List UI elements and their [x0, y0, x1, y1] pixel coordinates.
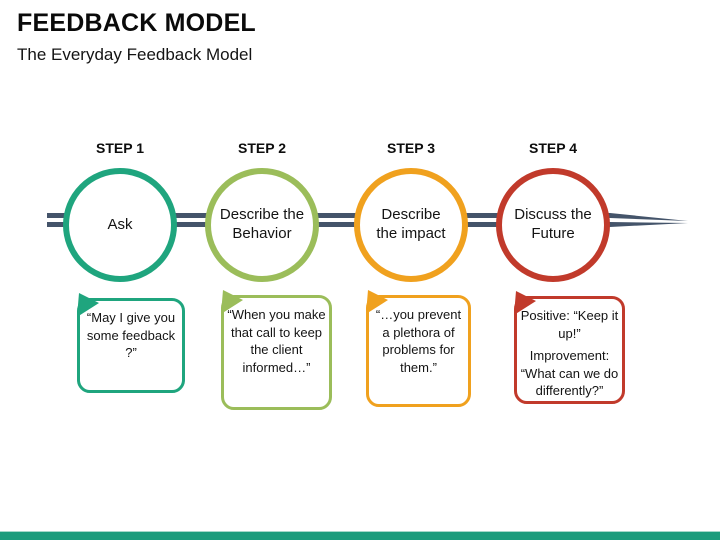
step-circle-text-2: Describe the Behavior	[219, 206, 305, 242]
page-title: FEEDBACK MODEL	[17, 9, 256, 37]
callout-step1: “May I give you some feedback ?”	[77, 293, 185, 393]
step-circle-2: Describe the Behavior	[205, 168, 319, 282]
callout-step2: “When you make that call to keep the cli…	[221, 290, 332, 410]
page-subtitle: The Everyday Feedback Model	[17, 45, 253, 64]
callout-step4: Positive: “Keep it up!” Improvement: “Wh…	[514, 291, 625, 404]
footer-bar	[0, 531, 720, 540]
callout-tail-icon	[77, 293, 99, 317]
step-circle-text-3: Describe the impact	[376, 206, 446, 242]
step-circle-3: Describe the impact	[354, 168, 468, 282]
callout-text: Improvement: “What can we do differently…	[520, 348, 619, 399]
callout-tail-icon	[366, 290, 388, 314]
callout-text: “…you prevent a plethora of problems for…	[375, 307, 462, 375]
step-circle-text-4: Discuss the Future	[514, 206, 592, 242]
step-label-3: STEP 3	[387, 140, 435, 156]
arrow-tip-top	[610, 213, 688, 221]
step-label-1: STEP 1	[96, 140, 144, 156]
step-label-4: STEP 4	[529, 140, 577, 156]
step-circle-1: Ask	[63, 168, 177, 282]
step-circle-4: Discuss the Future	[496, 168, 610, 282]
step-label-2: STEP 2	[238, 140, 286, 156]
arrow-tip-bottom	[610, 222, 688, 227]
callout-text: “When you make that call to keep the cli…	[227, 307, 326, 375]
callout-tail-icon	[514, 291, 536, 315]
step-circle-text-1: Ask	[107, 215, 133, 233]
callout-step3: “…you prevent a plethora of problems for…	[366, 290, 471, 407]
callout-text: “May I give you some feedback ?”	[86, 310, 176, 361]
callout-text: Positive: “Keep it up!”	[520, 308, 619, 341]
callout-tail-icon	[221, 290, 243, 314]
